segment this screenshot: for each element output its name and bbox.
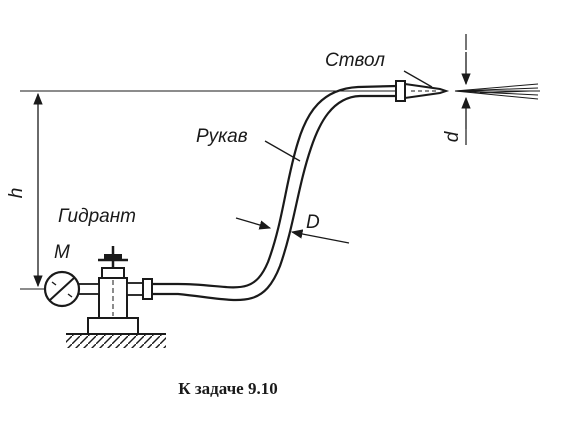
hydrant-label: Гидрант — [58, 206, 136, 227]
nozzle — [395, 80, 450, 102]
ground — [66, 333, 166, 348]
figure-caption: К задаче 9.10 — [178, 379, 277, 398]
height-label: h — [6, 188, 27, 199]
hose-diameter-label: D — [306, 212, 320, 233]
hose-leader — [264, 140, 301, 162]
hydrant-outlet — [126, 278, 153, 300]
hose-diameter-dimension — [235, 217, 350, 244]
water-jet — [454, 83, 540, 100]
hydrant — [87, 246, 139, 335]
pressure-gauge — [43, 270, 81, 308]
hose-label: Рукав — [196, 126, 248, 147]
gauge-label: M — [54, 242, 70, 263]
nozzle-label: Ствол — [325, 50, 385, 71]
nozzle-diameter-label: d — [442, 130, 463, 142]
gauge-pipe — [77, 283, 100, 295]
nozzle-leader — [403, 70, 433, 88]
hose — [152, 84, 398, 302]
